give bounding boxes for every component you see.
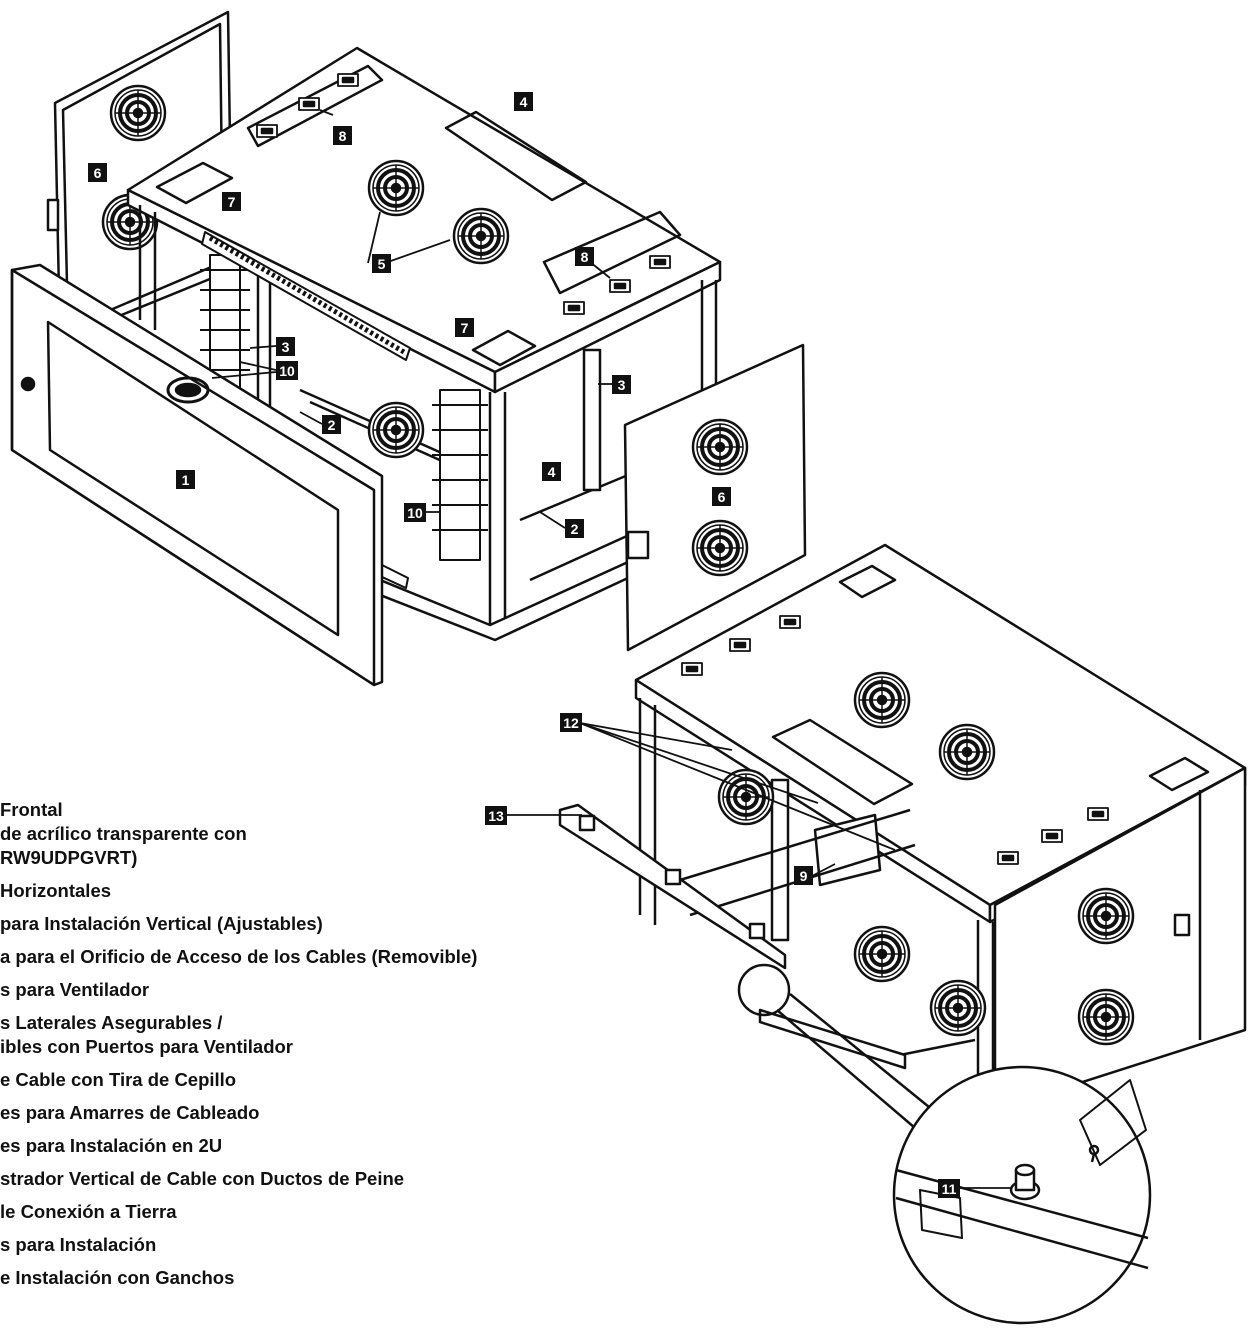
svg-text:7: 7 — [228, 194, 236, 210]
callout-badge-13: 13 — [485, 806, 507, 825]
svg-text:3: 3 — [282, 339, 290, 355]
callout-badge-12: 12 — [560, 713, 582, 732]
legend-item: s para Ventilador — [0, 979, 150, 1000]
callout-badge-7: 7 — [455, 318, 474, 337]
callout-badge-3: 3 — [612, 375, 631, 394]
legend-item: le Conexión a Tierra — [0, 1201, 177, 1222]
callout-badge-10: 10 — [276, 361, 298, 380]
callout-badge-8: 8 — [333, 126, 352, 145]
callout-badge-3: 3 — [276, 337, 295, 356]
front-door — [10, 263, 384, 687]
callout-badge-10: 10 — [404, 503, 426, 522]
callout-badge-1: 1 — [176, 470, 195, 489]
callout-badge-2: 2 — [565, 519, 584, 538]
legend-item: es para Instalación en 2U — [0, 1135, 223, 1156]
svg-text:10: 10 — [407, 505, 423, 521]
svg-text:13: 13 — [488, 808, 504, 824]
parts-legend: Frontal de acrílico transparente con RW9… — [0, 798, 600, 1290]
callout-badge-8: 8 — [575, 247, 594, 266]
callout-badge-6: 6 — [88, 163, 107, 182]
legend-item: es para Amarres de Cableado — [0, 1102, 260, 1123]
svg-text:2: 2 — [571, 521, 579, 537]
legend-item: e Cable con Tira de Cepillo — [0, 1069, 237, 1090]
legend-item: ibles con Puertos para Ventilador — [0, 1036, 294, 1057]
svg-text:6: 6 — [94, 165, 102, 181]
legend-item: Horizontales — [0, 880, 112, 901]
callout-badge-2: 2 — [322, 415, 341, 434]
svg-text:4: 4 — [548, 464, 556, 480]
legend-item: para Instalación Vertical (Ajustables) — [0, 913, 323, 934]
svg-text:6: 6 — [718, 489, 726, 505]
cable-manager-right — [432, 389, 488, 561]
svg-text:5: 5 — [378, 256, 386, 272]
legend-item: e Instalación con Ganchos — [0, 1267, 235, 1288]
callout-badge-4: 4 — [542, 462, 561, 481]
rack-exploded-view — [10, 10, 807, 687]
legend-item: s para Instalación — [0, 1234, 157, 1255]
callout-badge-4: 4 — [514, 92, 533, 111]
legend-item: a para el Orificio de Acceso de los Cabl… — [0, 946, 478, 967]
callout-badge-7: 7 — [222, 192, 241, 211]
brush-strip — [201, 231, 411, 589]
svg-text:1: 1 — [182, 472, 190, 488]
svg-text:8: 8 — [581, 249, 589, 265]
cable-manager-left — [200, 254, 250, 406]
svg-text:10: 10 — [279, 363, 295, 379]
legend-item: strador Vertical de Cable con Ductos de … — [0, 1168, 405, 1189]
callout-badge-9: 9 — [794, 866, 813, 885]
svg-text:7: 7 — [461, 320, 469, 336]
svg-text:8: 8 — [339, 128, 347, 144]
svg-text:2: 2 — [328, 417, 336, 433]
callout-badge-11: 11 — [938, 1179, 960, 1198]
svg-text:11: 11 — [942, 1181, 957, 1197]
callout-badge-6: 6 — [712, 487, 731, 506]
rack-assembled-view — [558, 543, 1247, 1325]
callout-badge-5: 5 — [372, 254, 391, 273]
legend-item: de acrílico transparente con — [0, 823, 247, 844]
svg-text:9: 9 — [800, 868, 808, 884]
svg-text:4: 4 — [520, 94, 528, 110]
legend-item: Frontal — [0, 799, 63, 820]
svg-text:3: 3 — [618, 377, 626, 393]
svg-text:12: 12 — [563, 715, 579, 731]
legend-item: RW9UDPGVRT) — [0, 847, 138, 868]
legend-item: s Laterales Asegurables / — [0, 1012, 223, 1033]
mounting-rail — [558, 803, 907, 1070]
